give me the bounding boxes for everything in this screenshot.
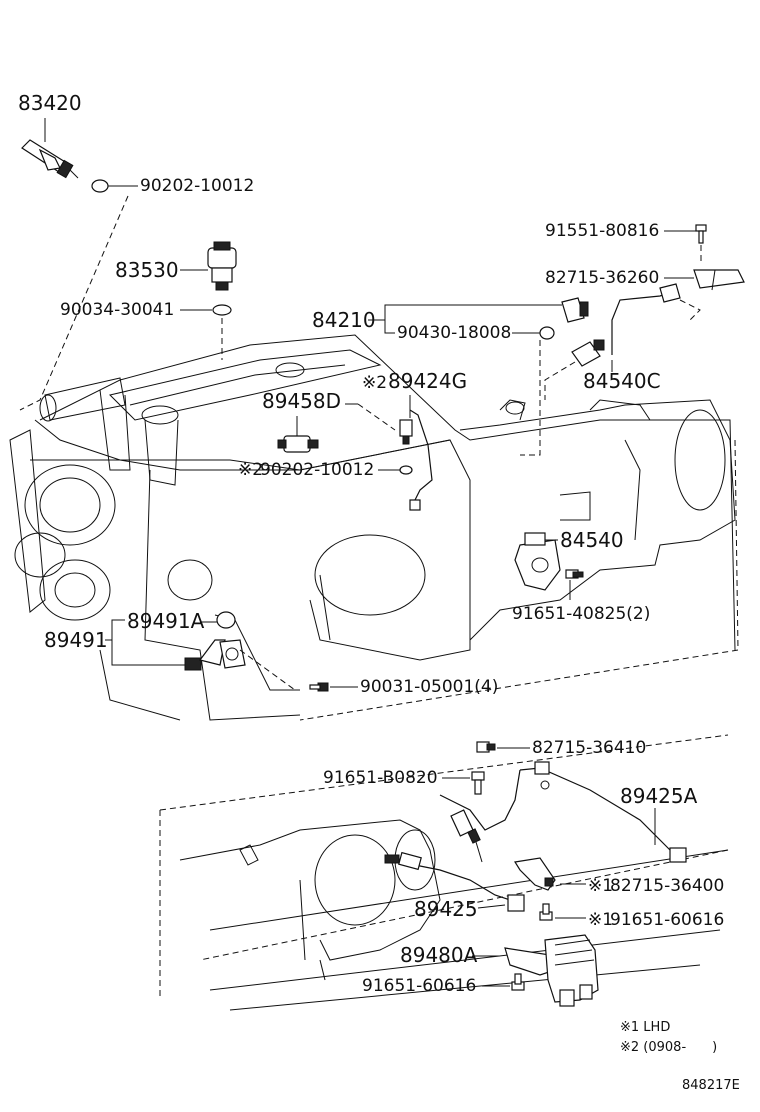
- part-84210: [561, 297, 589, 323]
- label-82715-36410: 82715-36410: [532, 738, 646, 758]
- part-91651-60616-a: [539, 903, 553, 921]
- diagram-id: 848217E: [682, 1078, 740, 1093]
- label-84210: 84210: [312, 308, 376, 332]
- mark1-91651-60616: ※1: [588, 910, 613, 930]
- label-82715-36260: 82715-36260: [545, 268, 659, 288]
- part-89424G: [399, 409, 433, 511]
- label-91551-80816: 91551-80816: [545, 221, 659, 241]
- part-89480A: [504, 934, 599, 1007]
- sensor-89425A-probe: [450, 809, 483, 863]
- mark1-82715-36400: ※1: [588, 876, 613, 896]
- part-89491: [184, 639, 246, 671]
- part-82715-36400: [514, 857, 556, 891]
- label-90202-10012-a: 90202-10012: [140, 176, 254, 196]
- part-90031-05001: [309, 682, 329, 692]
- part-89425A: [439, 761, 687, 863]
- label-91651-60616-a: 91651-60616: [610, 910, 724, 930]
- part-82715-36260: [693, 269, 745, 291]
- label-84540: 84540: [560, 528, 624, 552]
- label-89425A: 89425A: [620, 784, 698, 808]
- part-89458D: [277, 435, 319, 453]
- label-90430-18008: 90430-18008: [397, 323, 511, 343]
- part-91551-80816: [695, 224, 707, 244]
- label-91651-40825: 91651-40825(2): [512, 604, 650, 624]
- part-91651-B0820: [471, 771, 485, 795]
- label-90034-30041: 90034-30041: [60, 300, 174, 320]
- label-91651-60616-b: 91651-60616: [362, 976, 476, 996]
- part-82715-36410: [476, 741, 496, 753]
- part-84540: [514, 532, 561, 591]
- mark2-90202: ※2: [238, 460, 263, 480]
- lower-assembly: [159, 734, 729, 1011]
- part-91651-60616-b: [511, 973, 525, 991]
- legend-date: ※2 (0908- ): [620, 1040, 717, 1055]
- part-91651-40825: [565, 569, 584, 579]
- label-90031-05001: 90031-05001(4): [360, 677, 498, 697]
- label-83420: 83420: [18, 91, 82, 115]
- label-91651-B0820: 91651-B0820: [323, 768, 438, 788]
- part-83420: [21, 139, 79, 179]
- mark2-89424G: ※2: [362, 373, 387, 393]
- label-89491A: 89491A: [127, 609, 205, 633]
- part-89425: [384, 851, 525, 912]
- legend-lhd: ※1 LHD: [620, 1020, 670, 1035]
- label-90202-10012-b: 90202-10012: [260, 460, 374, 480]
- label-89425: 89425: [414, 897, 478, 921]
- label-89480A: 89480A: [400, 943, 478, 967]
- label-89424G: 89424G: [388, 369, 467, 393]
- label-89491: 89491: [44, 628, 108, 652]
- engine-assembly: [9, 334, 739, 721]
- label-84540C: 84540C: [583, 369, 661, 393]
- label-83530: 83530: [115, 258, 179, 282]
- label-82715-36400: 82715-36400: [610, 876, 724, 896]
- part-84540C: [571, 283, 681, 367]
- label-89458D: 89458D: [262, 389, 341, 413]
- part-83530: [207, 241, 237, 291]
